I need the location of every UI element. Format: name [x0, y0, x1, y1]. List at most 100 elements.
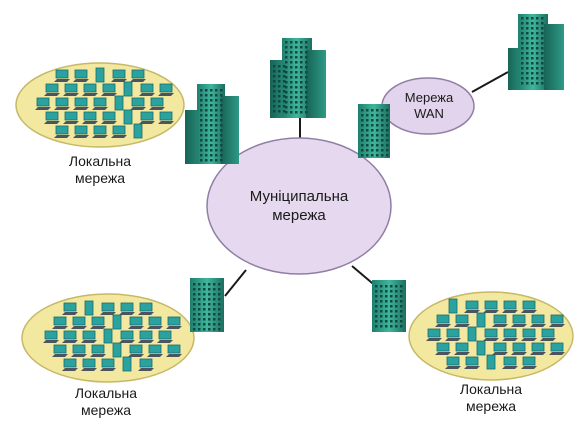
- computer-icon: [454, 342, 470, 355]
- building-window: [215, 149, 218, 152]
- building-window: [218, 293, 221, 296]
- building-window: [213, 303, 216, 306]
- building-window: [220, 134, 223, 137]
- building-window: [366, 154, 369, 157]
- building-window: [213, 328, 216, 331]
- building-window: [285, 96, 288, 99]
- building-window: [203, 318, 206, 321]
- building-window: [200, 134, 203, 137]
- building-window: [361, 154, 364, 157]
- building-window: [386, 119, 389, 122]
- building-window: [200, 94, 203, 97]
- building-window: [386, 114, 389, 117]
- computer-icon: [43, 330, 59, 343]
- server-icon: [114, 95, 124, 111]
- building-window: [273, 100, 276, 103]
- building-window: [541, 32, 544, 35]
- computer-icon: [464, 356, 480, 369]
- building-window: [536, 62, 539, 65]
- computer-icon: [530, 342, 546, 355]
- building-window: [220, 159, 223, 162]
- building-window: [385, 320, 388, 323]
- computer-icon: [157, 330, 173, 343]
- computer-icon: [90, 316, 106, 329]
- building-window: [526, 27, 529, 30]
- computer-icon: [138, 302, 154, 315]
- building-window: [290, 106, 293, 109]
- building-window: [213, 318, 216, 321]
- building-window: [541, 47, 544, 50]
- building-window: [203, 328, 206, 331]
- computer-icon: [52, 344, 68, 357]
- building-window: [305, 111, 308, 114]
- building-window: [285, 51, 288, 54]
- building-window: [295, 76, 298, 79]
- building-window: [541, 42, 544, 45]
- building-window: [205, 144, 208, 147]
- building-window: [366, 129, 369, 132]
- building-window: [390, 325, 393, 328]
- building-window: [380, 315, 383, 318]
- building-window: [386, 134, 389, 137]
- building-window: [200, 109, 203, 112]
- building-window: [400, 285, 403, 288]
- building-window: [193, 313, 196, 316]
- building-window: [366, 114, 369, 117]
- building-window: [283, 95, 286, 98]
- municipal-network-label-line1: Муніципальна: [249, 188, 349, 205]
- building-window: [395, 290, 398, 293]
- building-window: [531, 57, 534, 60]
- computer-icon: [147, 344, 163, 357]
- building-window: [220, 104, 223, 107]
- building-window: [305, 56, 308, 59]
- building-window: [213, 308, 216, 311]
- building-window: [521, 67, 524, 70]
- server-icon: [476, 312, 486, 328]
- building-window: [278, 75, 281, 78]
- building-window: [381, 119, 384, 122]
- server-icon: [467, 326, 477, 342]
- computer-icon: [128, 316, 144, 329]
- building-window: [536, 17, 539, 20]
- building-window: [521, 82, 524, 85]
- building-window: [371, 149, 374, 152]
- building-window: [395, 325, 398, 328]
- building-window: [198, 283, 201, 286]
- link-center-bottom-left: [224, 269, 247, 297]
- building-window: [305, 46, 308, 49]
- computer-icon: [138, 330, 154, 343]
- building-window: [295, 51, 298, 54]
- building-window: [541, 17, 544, 20]
- building-window: [278, 110, 281, 113]
- wan-network-label-line2: WAN: [414, 106, 444, 121]
- building-window: [375, 315, 378, 318]
- building-window: [285, 46, 288, 49]
- building-window: [290, 41, 293, 44]
- building-window: [198, 288, 201, 291]
- building-window: [300, 46, 303, 49]
- computer-icon: [82, 83, 98, 96]
- building-window: [531, 22, 534, 25]
- building-window: [361, 134, 364, 137]
- building-window: [526, 32, 529, 35]
- building-window: [305, 76, 308, 79]
- building-window: [386, 124, 389, 127]
- building-window: [536, 37, 539, 40]
- building-window: [218, 283, 221, 286]
- computer-icon: [130, 69, 146, 82]
- building-window: [203, 283, 206, 286]
- computer-icon: [138, 358, 154, 371]
- building-window: [380, 295, 383, 298]
- building-window: [536, 22, 539, 25]
- building-window: [283, 100, 286, 103]
- building-window: [531, 67, 534, 70]
- server-icon: [112, 314, 122, 330]
- building-window: [203, 313, 206, 316]
- computer-icon: [445, 328, 461, 341]
- building-window: [390, 300, 393, 303]
- computer-icon: [111, 69, 127, 82]
- building-window: [290, 66, 293, 69]
- building-window: [208, 323, 211, 326]
- building-window: [526, 62, 529, 65]
- building-window: [541, 37, 544, 40]
